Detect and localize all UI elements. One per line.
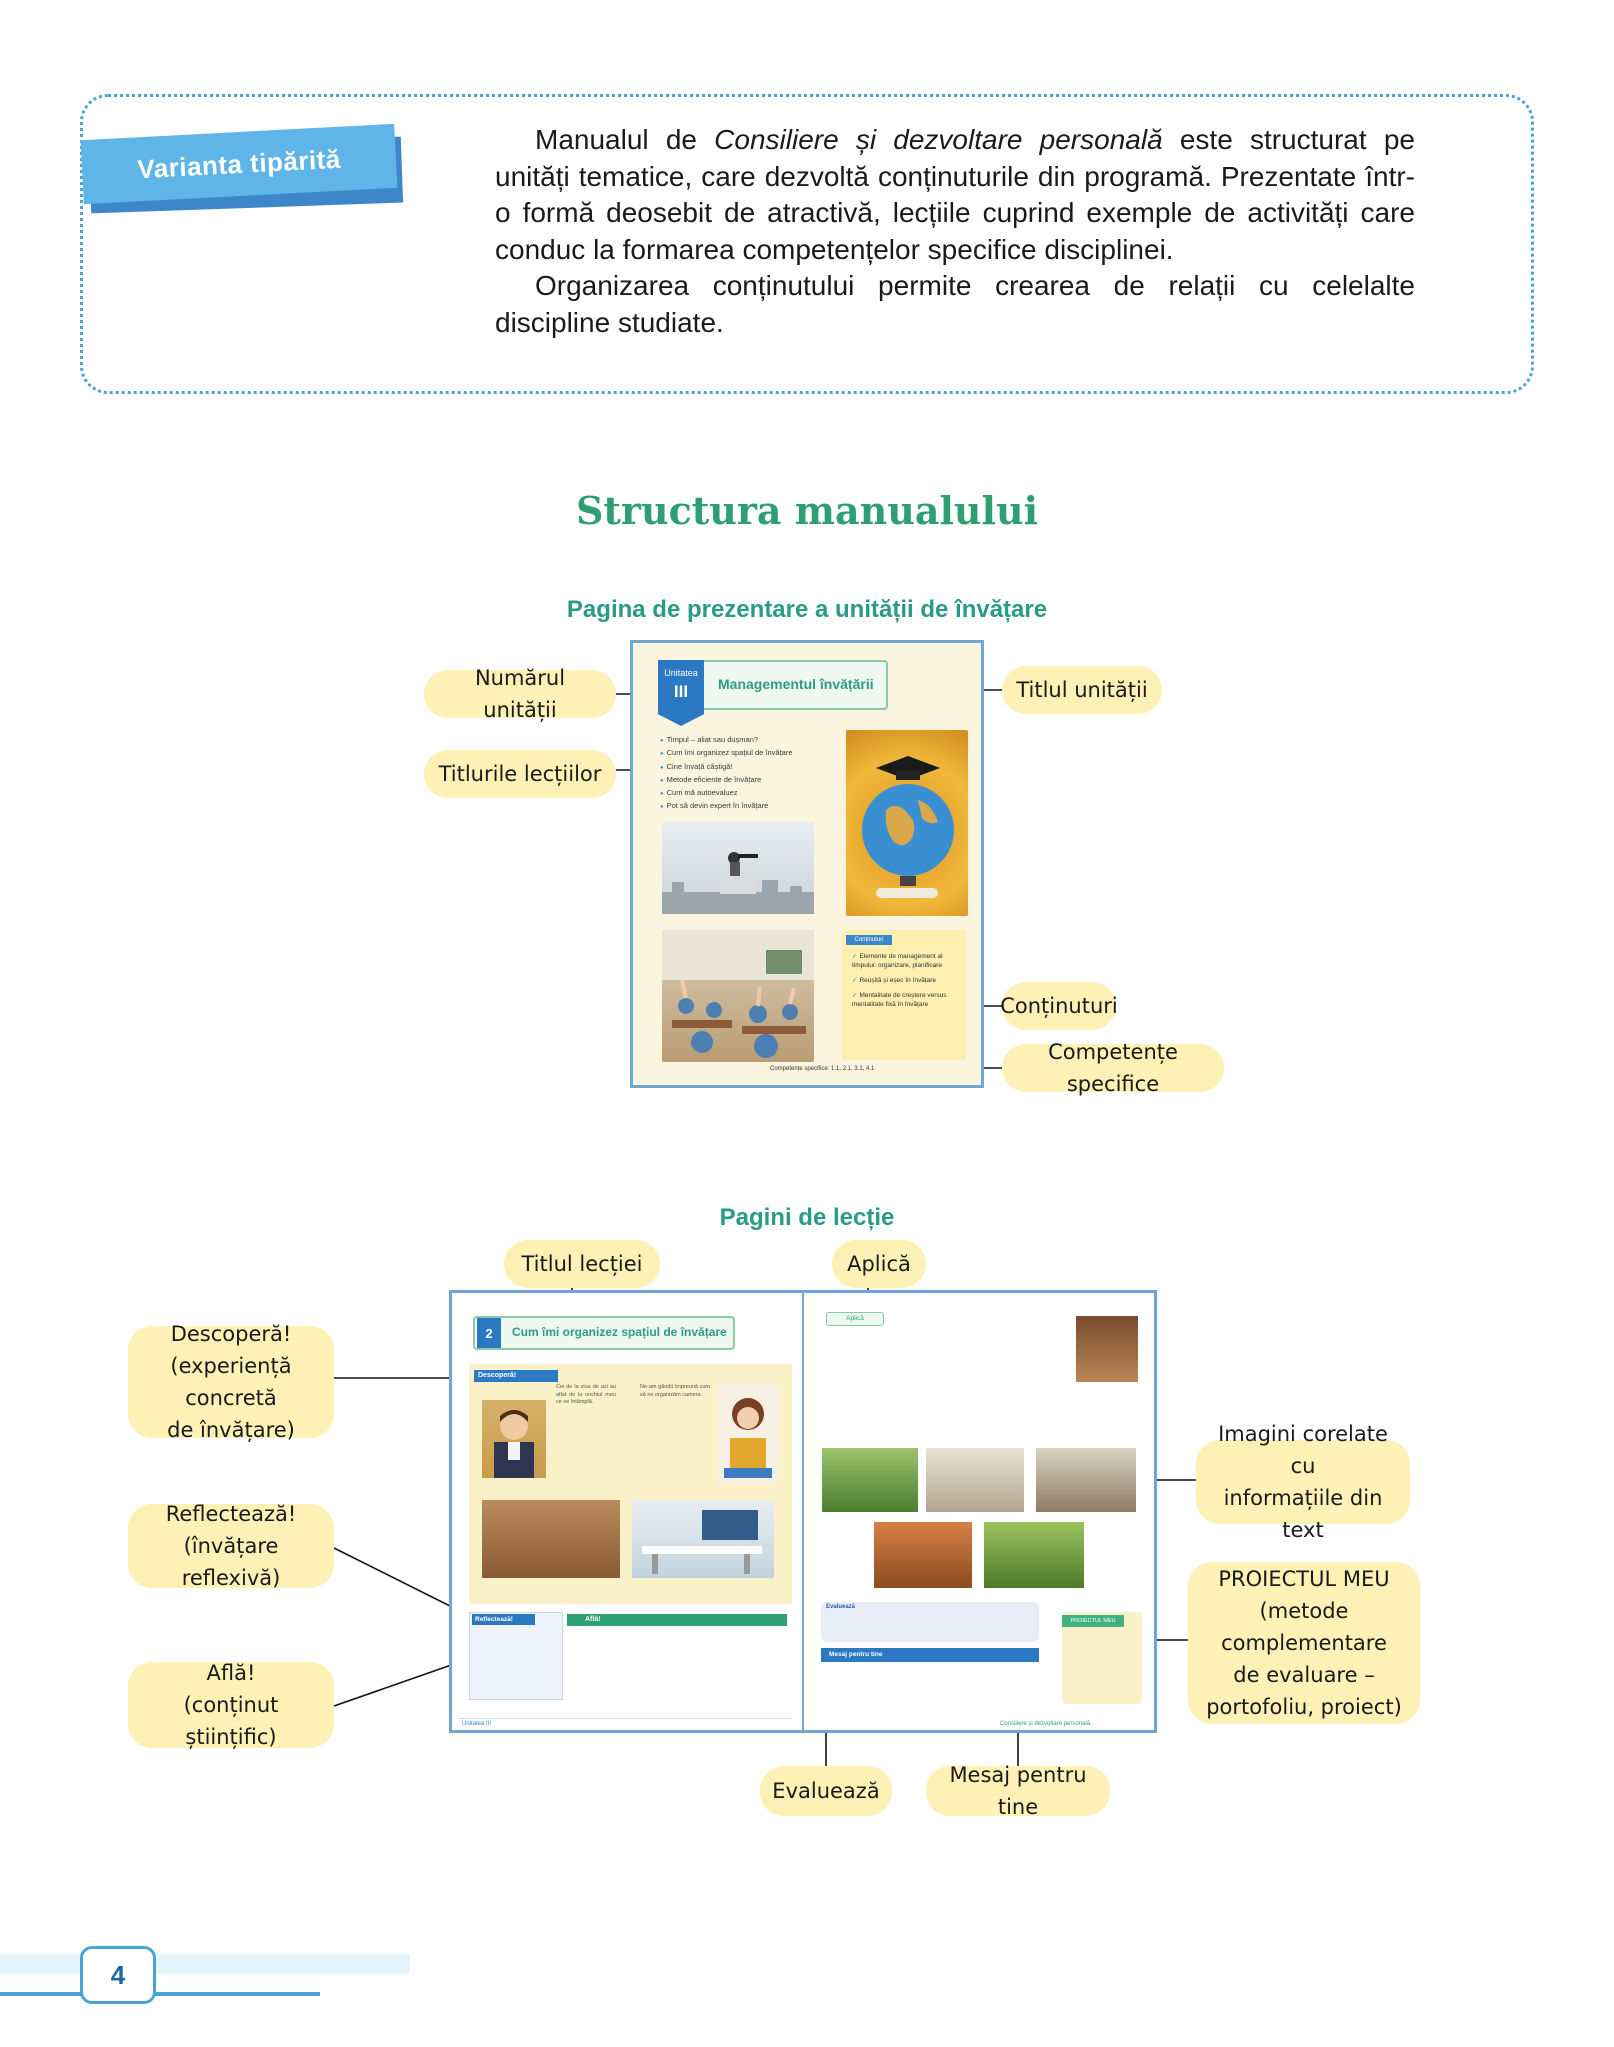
callout-evaluate: Evaluează xyxy=(760,1766,892,1816)
callout-learn: Află! (conținut științific) xyxy=(128,1661,334,1749)
contents-list: Elemente de management al timpului: orga… xyxy=(852,952,962,1015)
callout-project: PROIECTUL MEU (metode complementare de e… xyxy=(1188,1562,1420,1724)
tidy-room-illustration xyxy=(642,1510,762,1574)
playing-image xyxy=(822,1448,918,1512)
contents-item: Elemente de management al timpului: orga… xyxy=(852,952,962,970)
classroom-illustration xyxy=(662,930,814,1058)
page-number: 4 xyxy=(80,1946,156,2004)
page-number-bar xyxy=(0,1954,410,1974)
callout-discover: Descoperă! (experiență concretă de învăț… xyxy=(128,1322,334,1442)
page-title: Structura manualului xyxy=(575,488,1039,533)
callout-unit-number: Numărul unității xyxy=(424,666,616,722)
boy-illustration xyxy=(494,1410,534,1478)
intro-paragraph-1: Manualul de Consiliere și dezvoltare per… xyxy=(495,124,1415,265)
discover-tag: Descoperă! xyxy=(474,1370,558,1382)
telescope-image xyxy=(662,822,814,914)
learn-tag: Află! xyxy=(567,1614,787,1626)
cooking-image xyxy=(926,1448,1024,1512)
lesson-list-item: Cine învață câștigă! xyxy=(660,761,793,774)
contents-item: Reușită și eșec în învățare xyxy=(852,976,962,985)
girl-image xyxy=(718,1384,778,1484)
contents-item: Mentalitate de creștere versus mentalita… xyxy=(852,991,962,1009)
intro-box xyxy=(80,94,1534,394)
globe-illustration xyxy=(862,756,954,898)
lesson-list-item: Cum mă autoevaluez xyxy=(660,787,793,800)
lesson-list-item: Pot să devin expert în învățare xyxy=(660,800,793,813)
intro-text: Manualul de Consiliere și dezvoltare per… xyxy=(495,122,1415,341)
lesson-banner-text: Cum îmi organizez spațiul de învățare xyxy=(512,1325,727,1339)
lesson-list-item: Metode eficiente de învățare xyxy=(660,774,793,787)
project-box xyxy=(1062,1612,1142,1704)
callout-reflect: Reflectează! (învățare reflexivă) xyxy=(128,1502,334,1590)
library-image xyxy=(1076,1316,1138,1382)
guitar-image xyxy=(1036,1448,1136,1512)
lesson-list-item: Cum îmi organizez spațiul de învățare xyxy=(660,747,793,760)
spread-divider xyxy=(802,1292,804,1731)
lesson-number: 2 xyxy=(477,1318,501,1348)
reflect-box xyxy=(469,1612,563,1700)
lesson-section-title: Pagini de lecție xyxy=(719,1204,895,1231)
girl-illustration xyxy=(724,1398,772,1478)
competences-footer: Competențe specifice: 1.1, 2.1, 3.1, 4.1 xyxy=(770,1066,875,1072)
reflect-tag: Reflectează! xyxy=(472,1614,535,1625)
unit-banner-text: Managementul învățării xyxy=(718,676,874,692)
contents-head: Conținuturi xyxy=(846,935,892,945)
lesson-title-banner xyxy=(473,1316,735,1350)
apply-tag: Aplică xyxy=(826,1312,884,1326)
cycling-image xyxy=(984,1522,1084,1588)
evaluate-tag: Evaluează xyxy=(826,1604,856,1610)
right-page-footer-text: Consiliere și dezvoltare personală xyxy=(1000,1721,1091,1727)
left-page-footer xyxy=(458,1718,792,1729)
globe-image xyxy=(846,730,968,916)
messy-room-image xyxy=(482,1500,620,1578)
tidy-room-image xyxy=(632,1500,774,1578)
intro-paragraph-2: Organizarea conținutului permite crearea… xyxy=(495,270,1415,338)
callout-competences: Competențe specifice xyxy=(1002,1040,1224,1096)
callout-message: Mesaj pentru tine xyxy=(926,1763,1110,1819)
hiking-image xyxy=(874,1522,972,1588)
message-bar: Mesaj pentru tine xyxy=(821,1648,1039,1662)
callout-lesson-titles: Titlurile lecțiilor xyxy=(424,750,616,798)
callout-images: Imagini corelate cu informațiile din tex… xyxy=(1196,1422,1410,1542)
callout-lesson-title: Titlul lecției xyxy=(504,1240,660,1288)
discover-text-2: Ne-am gândit împreună cum să ne organiză… xyxy=(640,1384,710,1398)
city-illustration xyxy=(662,852,814,914)
callout-apply: Aplică xyxy=(832,1240,926,1288)
classroom-image xyxy=(662,930,814,1062)
project-tag: PROIECTUL MEU xyxy=(1062,1615,1124,1627)
boy-image xyxy=(482,1400,546,1478)
evaluate-box xyxy=(821,1602,1039,1642)
page-number-line xyxy=(0,1992,320,1996)
lesson-list-item: Timpul – aliat sau dușman? xyxy=(660,734,793,747)
callout-unit-title: Titlul unității xyxy=(1002,666,1162,714)
callout-contents: Conținuturi xyxy=(1000,982,1118,1030)
lesson-list: Timpul – aliat sau dușman? Cum îmi organ… xyxy=(660,734,793,814)
unit-section-title: Pagina de prezentare a unității de învăț… xyxy=(566,596,1048,623)
discover-text: Cei de la ziua de azi au aflat de la unc… xyxy=(556,1384,616,1405)
left-page-footer-text: Unitatea III xyxy=(462,1721,492,1727)
